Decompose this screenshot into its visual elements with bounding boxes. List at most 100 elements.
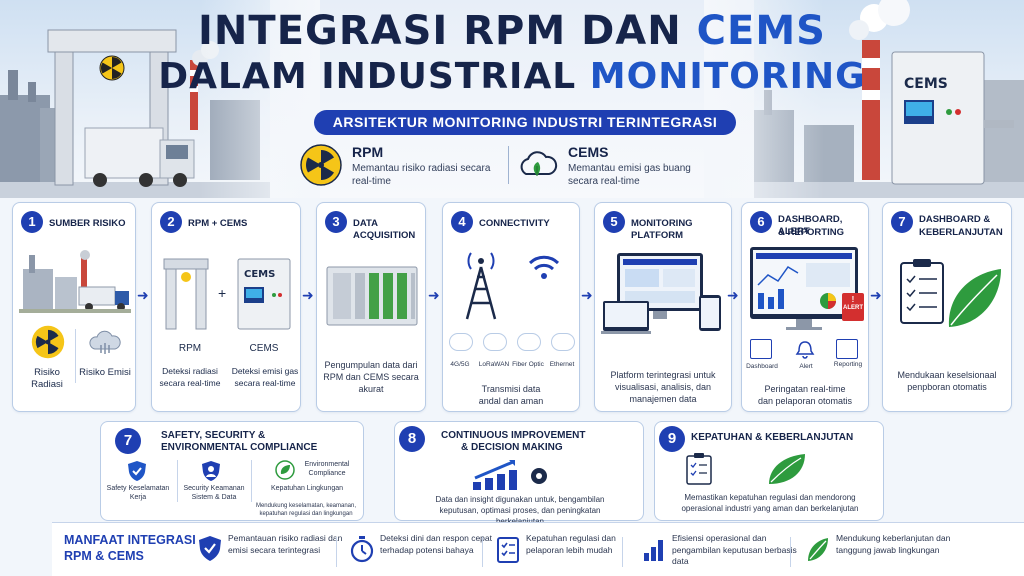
benefit-text: Efisiensi operasional dan pengambilan ke… bbox=[672, 533, 797, 566]
reporting-icon bbox=[836, 339, 858, 359]
step-desc: Peringatan real-time dan pelaporan otoma… bbox=[757, 384, 853, 406]
step-title: DATA ACQUISITION bbox=[353, 218, 416, 241]
card-title-line2: & DECISION MAKING bbox=[461, 442, 563, 453]
tech-label: Fiber Optic bbox=[512, 361, 544, 368]
step-desc: Pengumpulan data dari RPM dan CEMS secar… bbox=[323, 360, 419, 394]
cell-tower-icon bbox=[465, 252, 497, 320]
env-compliance-label: Kepatuhan Lingkungan bbox=[270, 485, 343, 492]
step-4-connectivity: 4 CONNECTIVITY 4G/5G LoRaWAN Fiber Optic… bbox=[442, 202, 580, 412]
step-1-sumber-risiko: 1 SUMBER RISIKO Risiko Radiasi Risiko Em… bbox=[12, 202, 136, 412]
tech-label: 4G/5G bbox=[450, 361, 470, 368]
data-logger-illustration bbox=[326, 266, 418, 326]
safety-note: Mendukung keselamatan, keamanan, kepatuh… bbox=[255, 503, 357, 517]
page-title-line2: DALAM INDUSTRIAL MONITORING bbox=[158, 56, 866, 97]
lorawan-icon bbox=[483, 333, 507, 351]
ci-desc: Data dan insight digunakan untuk, bengam… bbox=[435, 495, 605, 526]
rpm-name: RPM bbox=[178, 343, 202, 354]
signal-icon bbox=[449, 333, 473, 351]
ethernet-icon bbox=[551, 333, 575, 351]
compliance-desc: Memastikan kepatuhan regulasi dan mendor… bbox=[681, 493, 859, 513]
eco-compliance-icon bbox=[275, 460, 295, 480]
page-title-line1: INTEGRASI RPM DAN CEMS bbox=[198, 8, 826, 54]
card-title: KEPATUHAN & KEBERLANJUTAN bbox=[691, 432, 854, 443]
alert-badge: ! ALERT bbox=[842, 293, 864, 321]
dashboard-monitor-illustration bbox=[750, 247, 858, 330]
checklist-icon bbox=[497, 537, 519, 563]
radiation-icon bbox=[31, 325, 65, 359]
card-title-line2: ENVIRONMENTAL COMPLIANCE bbox=[161, 442, 318, 453]
step-number: 7 bbox=[891, 211, 913, 233]
step-number: 3 bbox=[325, 211, 347, 233]
alert-bell-icon bbox=[794, 339, 816, 359]
step-title: SUMBER RISIKO bbox=[49, 218, 126, 229]
step-number: 6 bbox=[750, 211, 772, 233]
card-number: 9 bbox=[659, 426, 685, 452]
safety-security-card: 7 SAFETY, SECURITY & ENVIRONMENTAL COMPL… bbox=[100, 421, 364, 521]
benefit-text: Mendukung keberlanjutan dan tanggung jaw… bbox=[836, 533, 951, 555]
step-number: 2 bbox=[160, 211, 182, 233]
step-title-line2: KEBERLANJUTAN bbox=[919, 227, 1003, 238]
tech-label: Ethernet bbox=[549, 361, 575, 368]
cems-cabinet-illustration: CEMS bbox=[237, 258, 291, 330]
card-title-line1: CONTINUOUS IMPROVEMENT bbox=[441, 430, 586, 441]
step-title: RPM + CEMS bbox=[188, 218, 248, 229]
step-title: CONNECTIVITY bbox=[479, 218, 550, 229]
benefit-text: Deteksi dini dan respon cepat terhadap p… bbox=[380, 533, 492, 555]
shield-check-icon bbox=[199, 536, 221, 561]
shield-check-icon bbox=[128, 461, 146, 481]
emission-cloud-icon bbox=[89, 330, 121, 354]
step-number: 1 bbox=[21, 211, 43, 233]
flow-arrow: ➜ bbox=[870, 287, 882, 303]
tech-label: LoRaWAN bbox=[478, 361, 510, 368]
benefits-bar: MANFAAT INTEGRASI RPM & CEMS Pemantauan … bbox=[52, 522, 1024, 576]
intro-cems-desc: Memantau emisi gas buang secara real-tim… bbox=[568, 163, 691, 187]
rpm-portal-illustration bbox=[163, 258, 209, 330]
card-title-line1: SAFETY, SECURITY & bbox=[161, 430, 266, 441]
env-compliance-label-top: Environmental Compliance bbox=[304, 461, 350, 477]
wifi-icon bbox=[528, 255, 560, 279]
intro-cems: CEMS Memantau emisi gas buang secara rea… bbox=[516, 142, 726, 190]
flow-arrow: ➜ bbox=[727, 287, 739, 303]
security-label: Security Keamanan Sistem & Data bbox=[183, 485, 245, 501]
step-number: 5 bbox=[603, 211, 625, 233]
benefit-text: Pemantauan risiko radiasi dan emisi seca… bbox=[228, 533, 343, 555]
cems-name: CEMS bbox=[249, 343, 279, 354]
radiation-icon bbox=[300, 144, 342, 186]
benefit-text: Kepatuhan regulasi dan pelaporan lebih m… bbox=[526, 533, 616, 555]
step-title-line1: DASHBOARD & bbox=[919, 214, 991, 225]
risk-emission-label: Risiko Emisi bbox=[79, 367, 131, 378]
step-6-dashboard-alert-reporting: 6 DASHBOARD, ALERT & REPORTING ! ALERT D… bbox=[741, 202, 869, 412]
security-shield-icon bbox=[202, 461, 220, 481]
intro-cems-name: CEMS bbox=[568, 144, 609, 160]
step-title-line2: & REPORTING bbox=[778, 227, 844, 238]
fiber-icon bbox=[517, 333, 541, 351]
flow-arrow: ➜ bbox=[137, 287, 149, 303]
leaf-icon bbox=[808, 538, 828, 561]
multi-device-illustration bbox=[601, 253, 721, 334]
subtitle-pill: ARSITEKTUR MONITORING INDUSTRI TERINTEGR… bbox=[314, 110, 736, 135]
cloud-leaf-icon bbox=[520, 151, 558, 176]
flow-arrow: ➜ bbox=[428, 287, 440, 303]
checklist-icon bbox=[686, 453, 712, 485]
compliance-card: 9 KEPATUHAN & KEBERLANJUTAN Memastikan k… bbox=[654, 421, 884, 521]
cems-cabinet-label: CEMS bbox=[904, 76, 948, 92]
hero-banner: CEMS INTEGRASI RPM DAN CEMS DALAM INDUST… bbox=[0, 0, 1024, 198]
factory-truck-illustration bbox=[19, 250, 131, 313]
step-desc: Transmisi data andal dan aman bbox=[478, 384, 544, 406]
step-3-data-acquisition: 3 DATA ACQUISITION Pengumpulan data dari… bbox=[316, 202, 426, 412]
step-7-dashboard-keberlanjutan: 7 DASHBOARD & KEBERLANJUTAN Mendukaan ke… bbox=[882, 202, 1012, 412]
leaf-icon bbox=[769, 454, 805, 484]
safety-label: Safety Keselamatan Kerja bbox=[106, 485, 170, 501]
card-number: 8 bbox=[399, 426, 425, 452]
plus-sign: + bbox=[218, 285, 227, 301]
cems-cabinet-text: CEMS bbox=[244, 269, 275, 280]
bar-chart-icon bbox=[644, 540, 663, 561]
connectivity-tech-row bbox=[447, 333, 577, 353]
dashboard-icon bbox=[750, 339, 772, 359]
flow-arrow: ➜ bbox=[302, 287, 314, 303]
growth-chart-gear-icon bbox=[473, 460, 547, 490]
benefits-title: MANFAAT INTEGRASI RPM & CEMS bbox=[64, 533, 196, 563]
step-desc: Mendukaan keselsionaal penpboran otomati… bbox=[897, 370, 997, 392]
checklist-leaf-illustration bbox=[900, 259, 1001, 327]
step-title-line1: DASHBOARD, ALERT bbox=[778, 214, 843, 237]
